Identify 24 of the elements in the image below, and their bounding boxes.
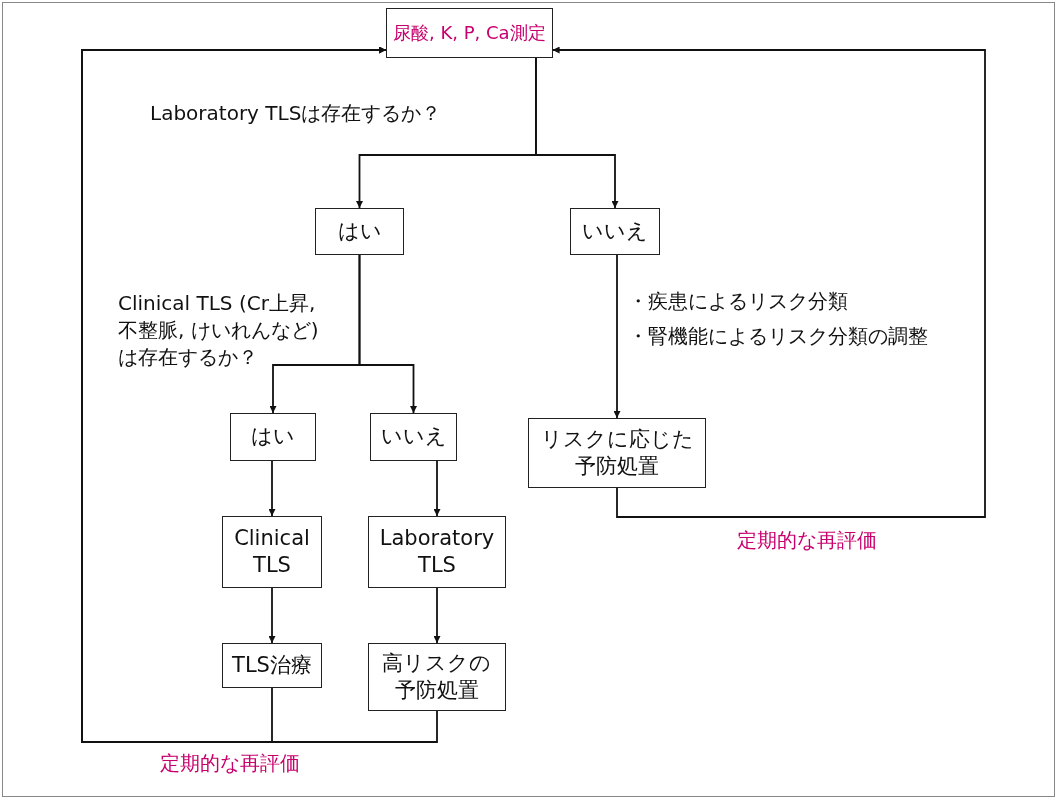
arrow (268, 460, 276, 517)
arrow (613, 254, 621, 419)
process-box: TLS治療 (222, 643, 322, 688)
edge-label: 定期的な再評価 (160, 750, 300, 777)
arrow (433, 460, 441, 517)
question-text: Laboratory TLSは存在するか？ (150, 100, 443, 127)
bullet-text: ・疾患によるリスク分類 (628, 288, 849, 315)
bullet-text: ・腎機能によるリスク分類の調整 (628, 323, 929, 350)
arrow (535, 57, 619, 209)
process-box: 尿酸, K, P, Ca測定 (386, 8, 553, 58)
process-box: リスクに応じた予防処置 (528, 418, 706, 488)
process-box: 高リスクの予防処置 (368, 643, 506, 711)
process-box: はい (230, 413, 316, 461)
process-box: いいえ (370, 413, 457, 461)
process-box: いいえ (570, 208, 660, 255)
edge-label: 定期的な再評価 (737, 527, 877, 554)
process-box: Clinical TLS (222, 516, 322, 588)
arrow (358, 254, 417, 414)
arrow (551, 46, 986, 518)
arrow (433, 587, 441, 644)
arrow (268, 587, 276, 644)
process-box: はい (315, 208, 404, 255)
question-text: Clinical TLS (Cr上昇, 不整脈, けいれんなど) は存在するか？ (118, 290, 320, 371)
process-box: Laboratory TLS (368, 516, 506, 588)
